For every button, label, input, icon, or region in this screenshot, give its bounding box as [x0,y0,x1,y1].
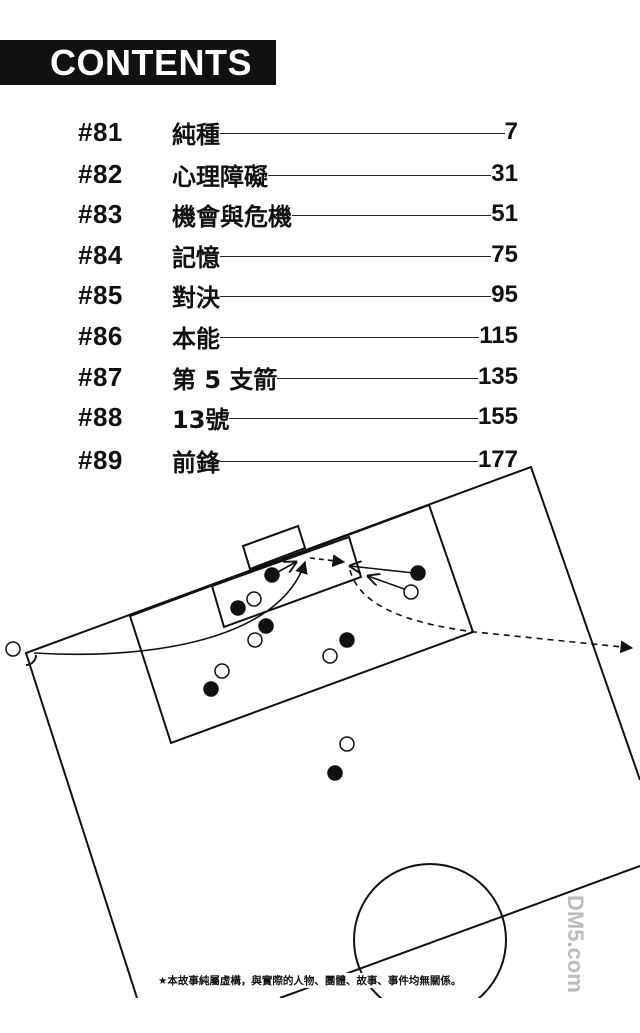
contents-header: CONTENTS [0,40,276,85]
chapter-title: 機會與危機 [172,202,292,231]
leader-line [220,460,478,462]
player-white [403,584,419,600]
chapter-row: #82 心理障礙 31 [78,157,518,191]
player-white [339,736,355,752]
chapter-page: 95 [491,281,518,308]
chapter-number: #87 [78,361,123,392]
chapter-title: 本能 [172,324,220,353]
header-pass-arrow [309,554,346,568]
corner-arc [25,654,37,666]
leader-line [277,377,478,379]
chapter-row: #81 純種 7 [78,115,518,149]
player-white [246,591,262,607]
chapter-page: 177 [477,446,518,473]
field-outline [24,465,640,998]
chapter-title: 心理障礙 [172,162,268,191]
clearance-arrow [349,569,634,654]
chapter-number: #81 [78,116,123,147]
disclaimer: ★本故事純屬虛構，與實際的人物、團體、故事、事件均無關係。 [158,973,462,988]
center-circle [353,863,507,998]
chapter-page: 135 [477,363,518,390]
defender-run-arrow [350,566,415,574]
chapter-number: #82 [78,158,123,189]
chapter-row: #86 本能 115 [78,319,518,353]
leader-line [220,336,480,338]
chapter-title: 前鋒 [172,448,220,477]
chapter-row: #89 前鋒 177 [78,443,518,477]
cross-pass-arrow [33,560,308,656]
defender-run-arrow-2 [368,576,408,591]
player-black [203,681,219,697]
chapter-title: 第 5 支箭 [172,365,278,394]
chapter-title: 13號 [172,405,230,434]
chapter-number: #88 [78,401,123,432]
chapter-page: 51 [491,200,518,227]
chapter-page: 7 [504,118,518,145]
player-white [214,663,230,679]
player-white [322,648,338,664]
chapter-number: #89 [78,444,123,475]
chapter-row: #83 機會與危機 51 [78,197,518,231]
chapter-number: #84 [78,239,123,270]
leader-line [268,174,492,176]
player-black [410,565,426,581]
chapter-page: 31 [491,160,518,187]
player-white [247,632,263,648]
leader-line [229,417,478,419]
chapter-row: #88 13號 155 [78,400,518,434]
leader-line [220,295,492,297]
goal [241,524,307,571]
chapter-page: 155 [477,403,518,430]
chapter-title: 對決 [172,283,220,312]
goal-area [210,535,363,629]
run-arrow [275,562,296,574]
chapter-number: #86 [78,320,123,351]
player-black [327,765,343,781]
chapter-page: 115 [479,322,518,349]
chapter-title: 記憶 [172,243,220,272]
watermark: DM5.com [563,895,588,993]
contents-title: CONTENTS [50,42,252,83]
leader-line [292,214,492,216]
chapter-number: #85 [78,279,123,310]
player-black [258,618,274,634]
soccer-field-diagram [5,465,640,998]
player-white [5,641,21,657]
player-black [339,632,355,648]
chapter-number: #83 [78,198,123,229]
chapter-row: #87 第 5 支箭 135 [78,360,518,394]
chapter-page: 75 [491,241,518,268]
chapter-row: #84 記憶 75 [78,238,518,272]
chapter-title: 純種 [172,120,220,149]
player-black [264,567,280,583]
chapter-row: #85 對決 95 [78,278,518,312]
player-black [230,600,246,616]
leader-line [220,132,505,134]
leader-line [220,255,492,257]
